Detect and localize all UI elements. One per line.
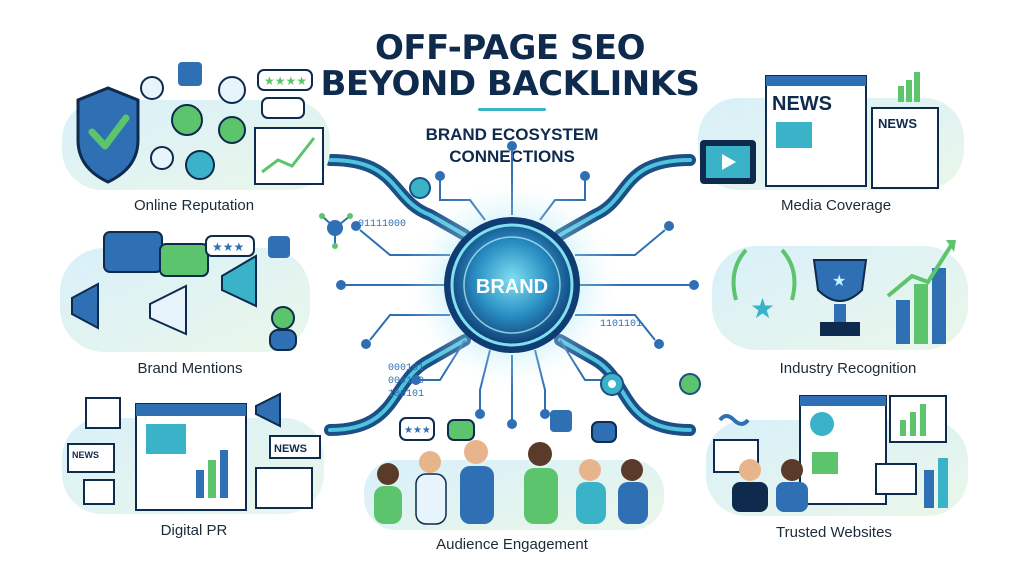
newspaper-title: NEWS — [772, 93, 832, 115]
chat-bubble-icon — [261, 97, 305, 119]
trophy-star-icon: ★ — [832, 273, 846, 290]
link-icon — [718, 414, 750, 426]
industry-recognition-illustration: ★ ★ — [712, 240, 968, 350]
subtitle-line-1: BRAND ECOSYSTEM — [425, 125, 599, 144]
person-icon — [579, 459, 601, 481]
media-coverage-illustration: NEWS NEWS — [698, 72, 964, 190]
trophy-icon — [812, 259, 868, 302]
stars-icon: ★★★★ — [264, 74, 307, 88]
binary-top: 01111000 — [358, 219, 406, 230]
star-icon: ★ — [750, 293, 775, 324]
target-node-bottom — [600, 372, 701, 396]
pie-chart-icon — [810, 412, 834, 436]
megaphone-icon — [221, 254, 257, 308]
megaphone-icon — [149, 284, 187, 336]
play-icon — [722, 154, 736, 170]
network-node-left — [319, 213, 353, 249]
online-reputation-illustration: ★★★★ — [62, 62, 330, 190]
audience-engagement-illustration: ★★★ — [364, 410, 664, 530]
chart-card — [889, 395, 947, 443]
title-divider — [478, 108, 546, 111]
connector-pipes — [324, 154, 696, 436]
avatar-icon — [218, 76, 246, 104]
person-icon — [528, 442, 552, 466]
avatar-icon — [171, 104, 203, 136]
person-icon — [464, 440, 488, 464]
chat-bubble-icon — [447, 419, 475, 441]
megaphone-icon — [255, 392, 281, 428]
label-media-coverage: Media Coverage — [781, 197, 891, 214]
digital-pr-illustration: NEWS NEWS — [62, 392, 324, 514]
growth-chart-card — [254, 127, 324, 185]
laurel-icon — [780, 248, 797, 301]
avatar-icon — [140, 76, 164, 100]
target-node-top — [409, 177, 431, 199]
like-icon — [268, 236, 290, 258]
title-line-2: BEYOND BACKLINKS — [320, 64, 700, 104]
binary-bottom-1: 000101 — [388, 363, 424, 374]
chat-bubble-icon — [103, 231, 163, 273]
binary-right: 1101101 — [600, 319, 642, 330]
title-line-1: OFF-PAGE SEO — [374, 28, 646, 68]
megaphone-icon — [71, 282, 99, 330]
check-icon — [88, 114, 130, 150]
person-icon — [419, 451, 441, 473]
rating-bubble — [205, 235, 255, 257]
stars-icon: ★★★ — [404, 425, 431, 436]
news-card-right-text: NEWS — [274, 443, 307, 455]
browser-window — [799, 395, 887, 505]
label-brand-mentions: Brand Mentions — [137, 360, 242, 377]
person-icon — [377, 463, 399, 485]
avatar-icon — [271, 306, 295, 330]
avatar-icon — [218, 116, 246, 144]
binary-bottom-2: 000110 — [388, 376, 424, 387]
chat-bubble-icon — [159, 243, 209, 277]
avatar-icon — [185, 150, 215, 180]
arrow-up-icon — [946, 240, 956, 252]
news-card-left-text: NEWS — [72, 450, 99, 460]
label-digital-pr: Digital PR — [161, 522, 228, 539]
shield-icon — [76, 86, 140, 184]
newspaper-small-title: NEWS — [878, 116, 917, 131]
rating-bubble — [257, 69, 313, 91]
like-icon — [550, 410, 572, 432]
label-industry-recognition: Industry Recognition — [780, 360, 917, 377]
label-audience-engagement: Audience Engagement — [436, 536, 589, 553]
stars-icon: ★★★ — [212, 240, 244, 254]
hub-label: BRAND — [476, 276, 548, 298]
avatar-icon — [150, 146, 174, 170]
subtitle: BRAND ECOSYSTEM CONNECTIONS — [400, 124, 624, 168]
person-icon — [621, 459, 643, 481]
newspaper-icon — [871, 107, 939, 189]
rating-bubble — [399, 417, 435, 441]
like-icon — [178, 62, 202, 86]
brand-mentions-illustration: ★★★ — [60, 231, 310, 352]
trusted-websites-illustration — [706, 395, 968, 516]
person-icon — [739, 459, 761, 481]
laurel-icon — [731, 248, 748, 301]
mini-page — [85, 397, 121, 429]
label-online-reputation: Online Reputation — [134, 197, 254, 214]
brand-hub: BRAND — [402, 175, 622, 395]
news-card-left — [67, 443, 115, 473]
news-card-right — [269, 435, 321, 459]
main-title: OFF-PAGE SEO BEYOND BACKLINKS — [300, 30, 720, 102]
binary-bottom-3: 100101 — [388, 389, 424, 400]
chat-bubble-icon — [591, 421, 617, 443]
label-trusted-websites: Trusted Websites — [776, 524, 892, 541]
person-icon — [781, 459, 803, 481]
browser-window — [135, 403, 247, 511]
